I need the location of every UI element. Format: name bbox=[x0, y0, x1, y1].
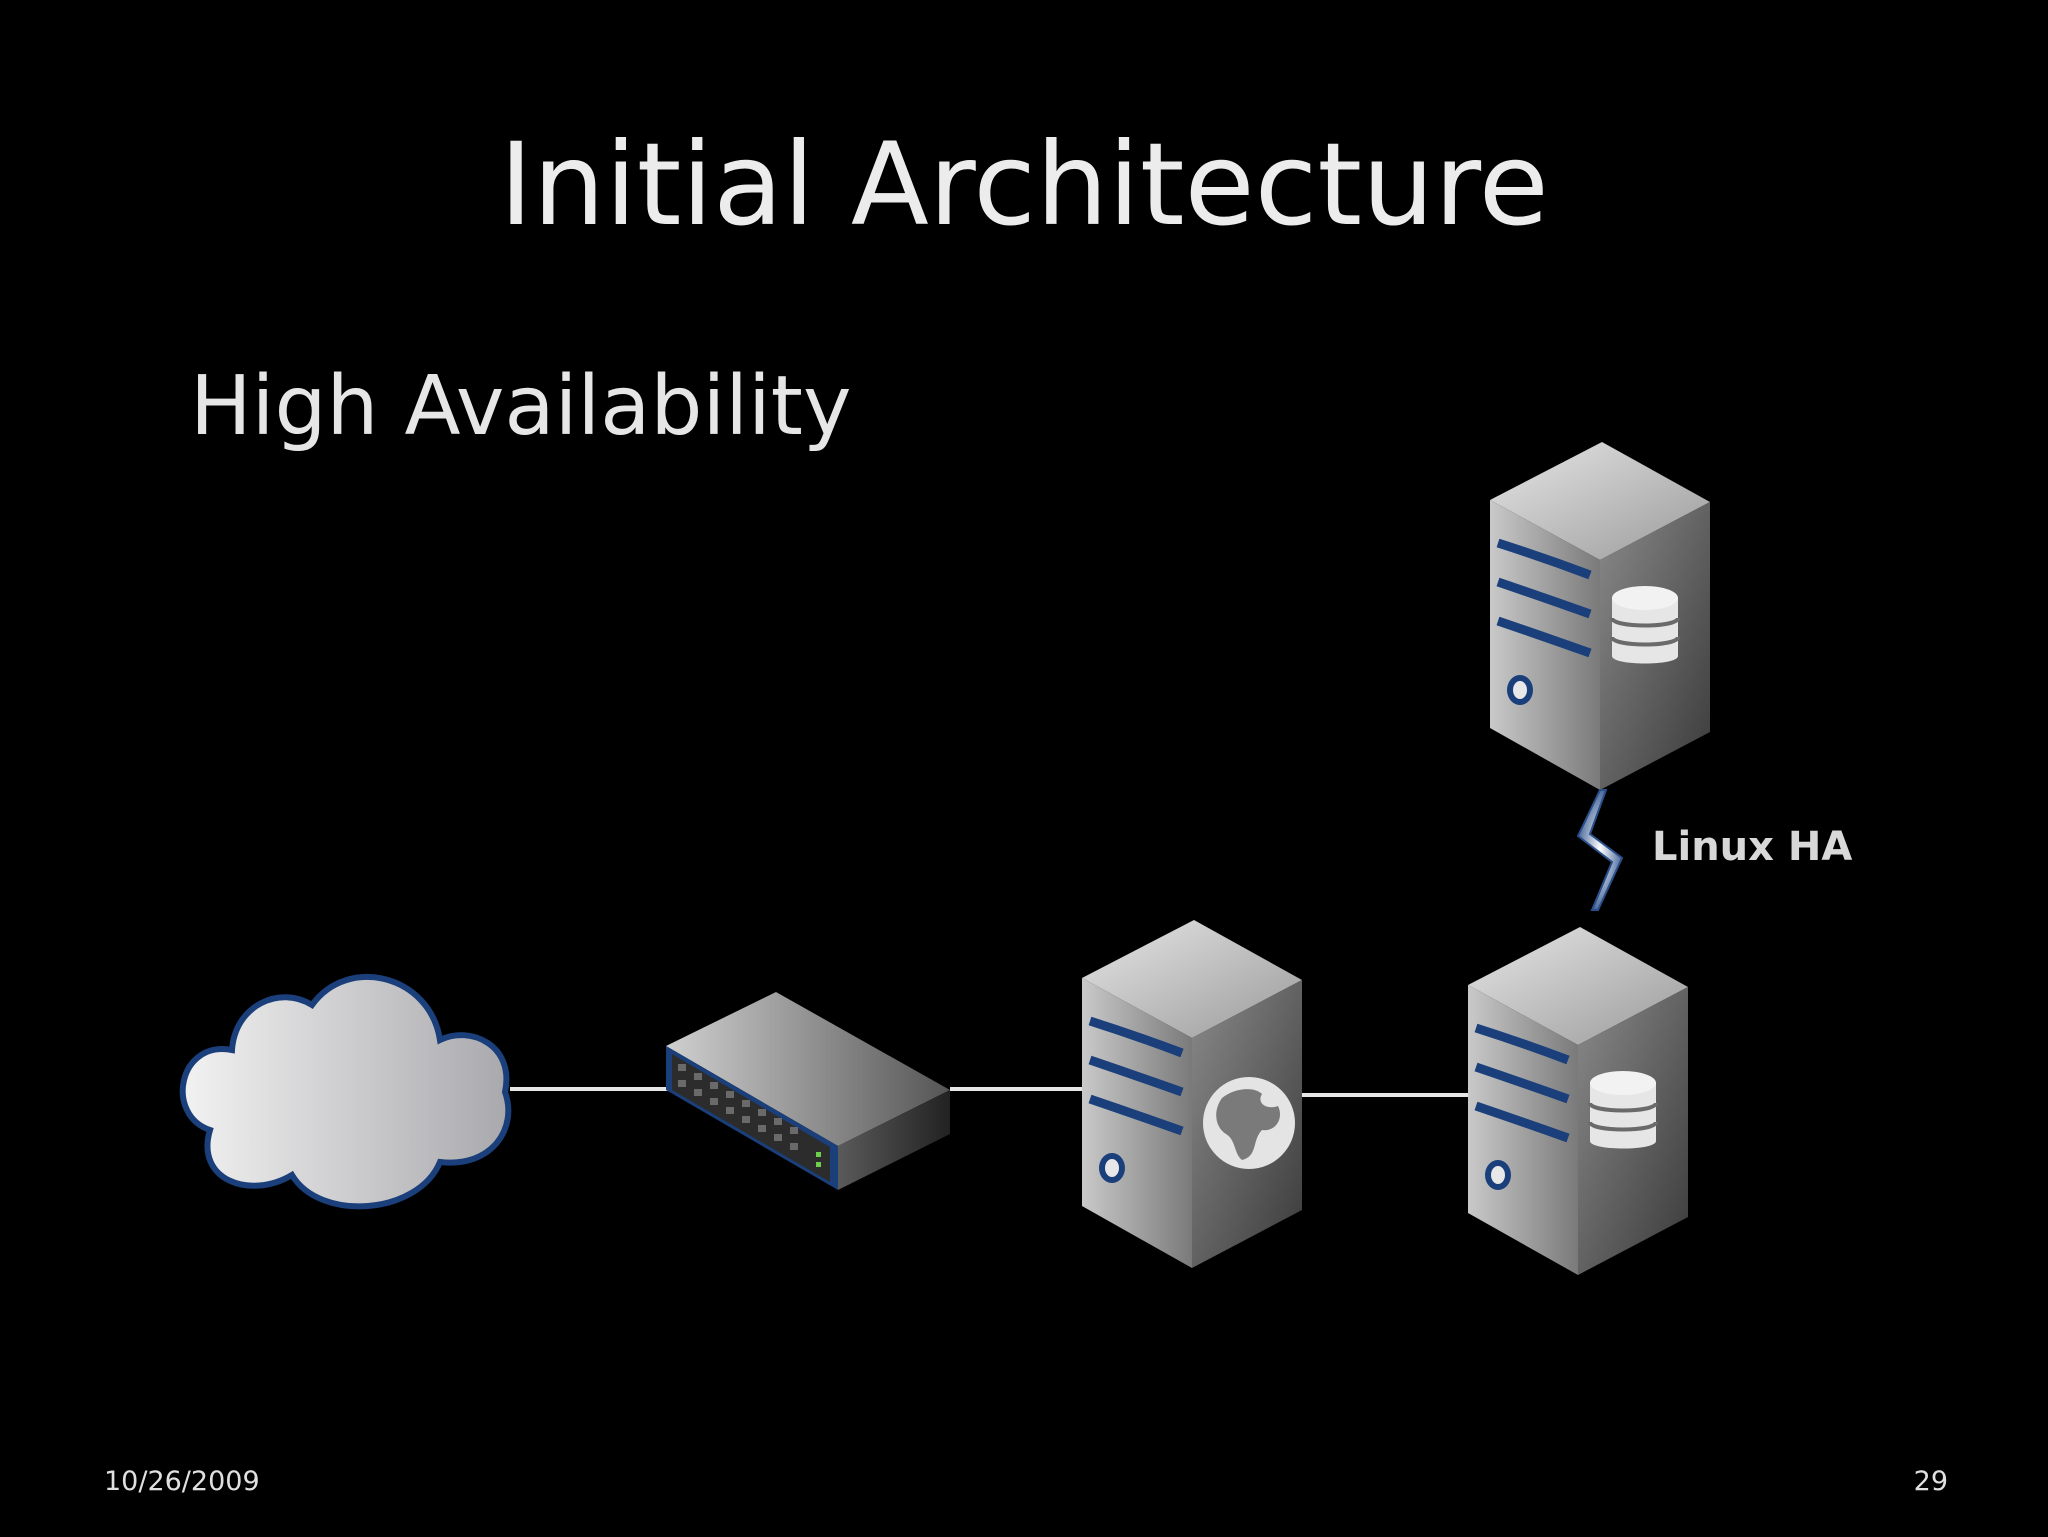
database-icon bbox=[1610, 584, 1680, 666]
linux-ha-label: Linux HA bbox=[1652, 824, 1852, 870]
database-server-icon bbox=[1468, 927, 1688, 1275]
network-switch-icon bbox=[666, 992, 950, 1190]
database-server-standby-icon bbox=[1490, 442, 1710, 790]
globe-icon bbox=[1203, 1077, 1295, 1169]
cloud-icon bbox=[179, 974, 512, 1210]
slide-subtitle: High Availability bbox=[190, 359, 852, 454]
slide-title: Initial Architecture bbox=[499, 118, 1549, 251]
web-server-icon bbox=[1082, 920, 1302, 1268]
lightning-icon bbox=[1576, 789, 1624, 911]
database-icon bbox=[1588, 1069, 1658, 1151]
page-number: 29 bbox=[1913, 1466, 1948, 1497]
slide-date: 10/26/2009 bbox=[104, 1466, 260, 1497]
